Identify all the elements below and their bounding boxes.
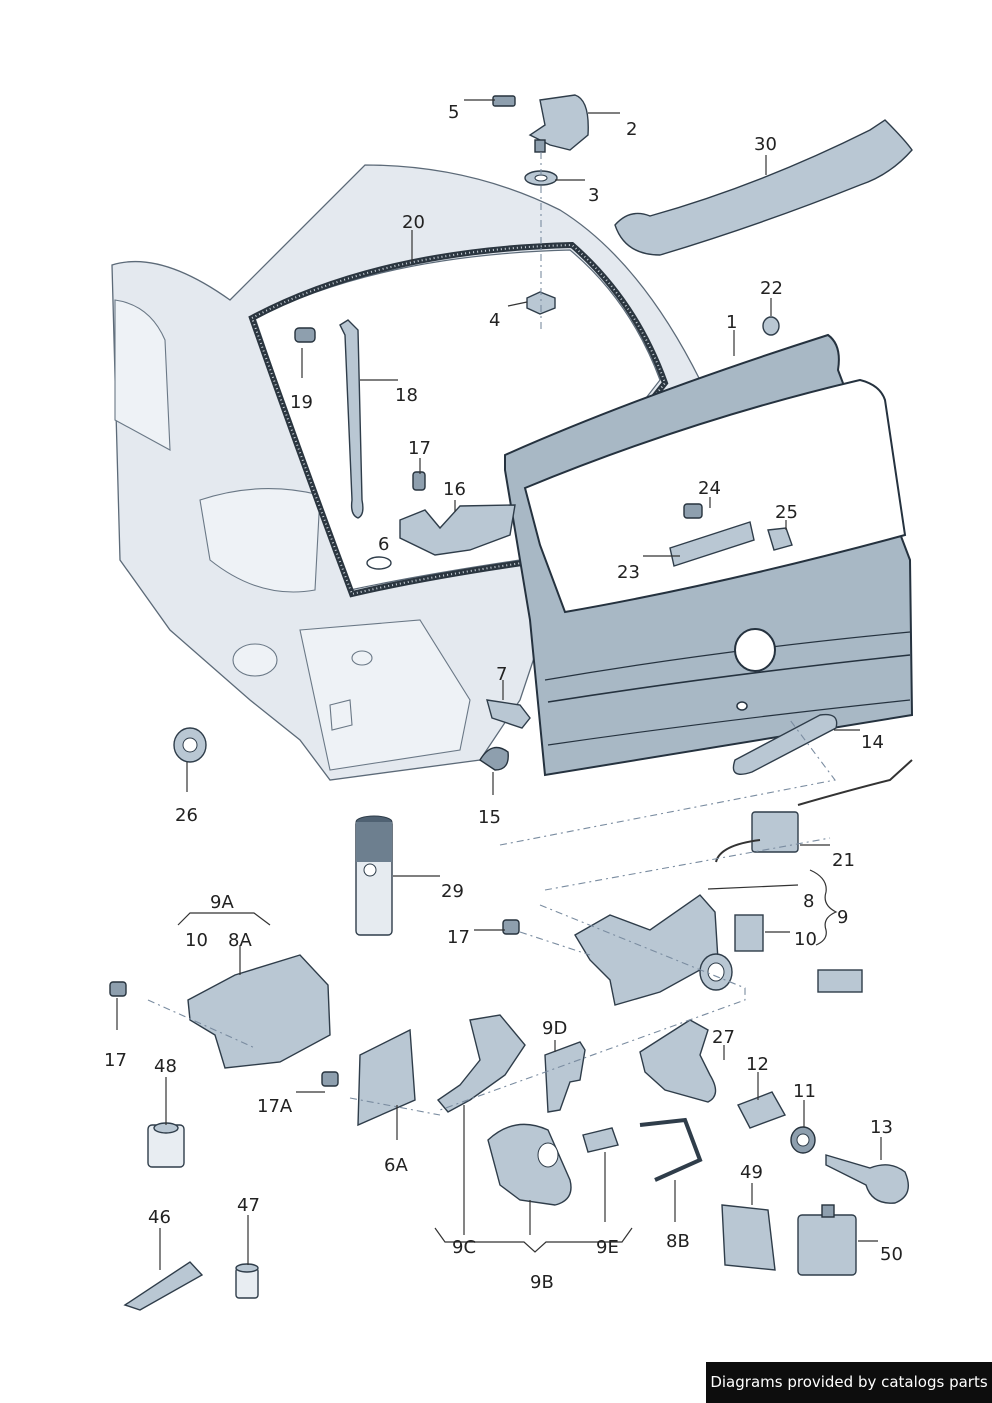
grommet xyxy=(762,316,780,336)
callout-17-mid: 17 xyxy=(447,927,470,948)
callout-2: 2 xyxy=(626,119,637,140)
roof-spoiler xyxy=(614,119,913,256)
key-13 xyxy=(825,1154,909,1204)
bracket-9c xyxy=(436,1014,526,1113)
rod-8b xyxy=(639,1117,703,1182)
callout-17-top: 17 xyxy=(408,438,431,459)
clip-9d xyxy=(544,1041,586,1113)
callout-4: 4 xyxy=(489,310,500,331)
bottle-47 xyxy=(235,1263,259,1299)
callout-9b: 9B xyxy=(530,1272,554,1293)
ball-stud xyxy=(294,327,316,343)
leader-lines xyxy=(116,99,882,1270)
callout-49: 49 xyxy=(740,1162,763,1183)
callout-17a: 17A xyxy=(257,1096,293,1117)
callout-20: 20 xyxy=(402,212,425,233)
callout-25: 25 xyxy=(775,502,798,523)
callout-22: 22 xyxy=(760,278,783,299)
callout-14: 14 xyxy=(861,732,884,753)
lock-8a xyxy=(187,954,331,1069)
spring-9e xyxy=(582,1127,619,1153)
pouch-49 xyxy=(721,1204,776,1271)
credit-banner: Diagrams provided by catalogs parts xyxy=(706,1362,992,1403)
paint-can xyxy=(355,815,393,936)
window-seal xyxy=(248,241,669,598)
bolt-17-left xyxy=(109,981,127,997)
callout-24: 24 xyxy=(698,478,721,499)
callout-13: 13 xyxy=(870,1117,893,1138)
callout-19: 19 xyxy=(290,392,313,413)
callout-29: 29 xyxy=(441,881,464,902)
container-50 xyxy=(797,1204,857,1276)
cover-6a xyxy=(357,1028,416,1127)
callout-27: 27 xyxy=(712,1027,735,1048)
lock-unit xyxy=(574,894,733,1006)
callout-9: 9 xyxy=(837,907,848,928)
bolt-17a xyxy=(321,1071,339,1087)
callout-9a: 9A xyxy=(210,892,234,913)
brake-light-bracket xyxy=(669,521,755,567)
bump-stop xyxy=(479,746,509,771)
callout-8b: 8B xyxy=(666,1231,690,1252)
callout-17-left: 17 xyxy=(104,1050,127,1071)
callout-30: 30 xyxy=(754,134,777,155)
callout-6a: 6A xyxy=(384,1155,408,1176)
callout-9c: 9C xyxy=(452,1237,476,1258)
rubber-stop xyxy=(486,699,531,729)
tube-46 xyxy=(123,1261,204,1311)
handle-strip xyxy=(732,713,838,775)
callout-9d: 9D xyxy=(542,1018,567,1039)
callout-26: 26 xyxy=(175,805,198,826)
callout-16: 16 xyxy=(443,479,466,500)
lock-striker xyxy=(399,504,516,556)
callout-23: 23 xyxy=(617,562,640,583)
cylinder-12 xyxy=(737,1091,787,1129)
cap xyxy=(366,556,392,570)
screw xyxy=(412,471,426,491)
callout-5: 5 xyxy=(448,102,459,123)
callout-labels: 1 2 3 4 5 6 7 8 9 10 10 11 12 13 14 15 1… xyxy=(104,102,903,1293)
callout-8a: 8A xyxy=(228,930,252,951)
callout-10-left: 10 xyxy=(185,930,208,951)
buffer xyxy=(767,527,793,551)
lock-actuator xyxy=(715,759,913,863)
callout-12: 12 xyxy=(746,1054,769,1075)
callout-18: 18 xyxy=(395,385,418,406)
tailgate xyxy=(504,333,914,777)
callout-50: 50 xyxy=(880,1244,903,1265)
callout-1: 1 xyxy=(726,312,737,333)
vw-logo-icon xyxy=(363,863,377,877)
housing-9b xyxy=(487,1123,572,1206)
callout-47: 47 xyxy=(237,1195,260,1216)
bolt-17 xyxy=(502,919,520,935)
callout-46: 46 xyxy=(148,1207,171,1228)
callout-21: 21 xyxy=(832,850,855,871)
callout-10-right: 10 xyxy=(794,929,817,950)
gas-strut xyxy=(339,319,364,519)
lock-cylinder-27 xyxy=(639,1019,717,1103)
callout-15: 15 xyxy=(478,807,501,828)
grease-48 xyxy=(147,1122,185,1168)
callout-9e: 9E xyxy=(596,1237,619,1258)
callout-48: 48 xyxy=(154,1056,177,1077)
callout-6: 6 xyxy=(378,534,389,555)
callout-7: 7 xyxy=(496,664,507,685)
connector xyxy=(734,914,863,993)
bolt xyxy=(683,503,703,519)
callout-11: 11 xyxy=(793,1081,816,1102)
callout-8: 8 xyxy=(803,891,814,912)
callout-3: 3 xyxy=(588,185,599,206)
